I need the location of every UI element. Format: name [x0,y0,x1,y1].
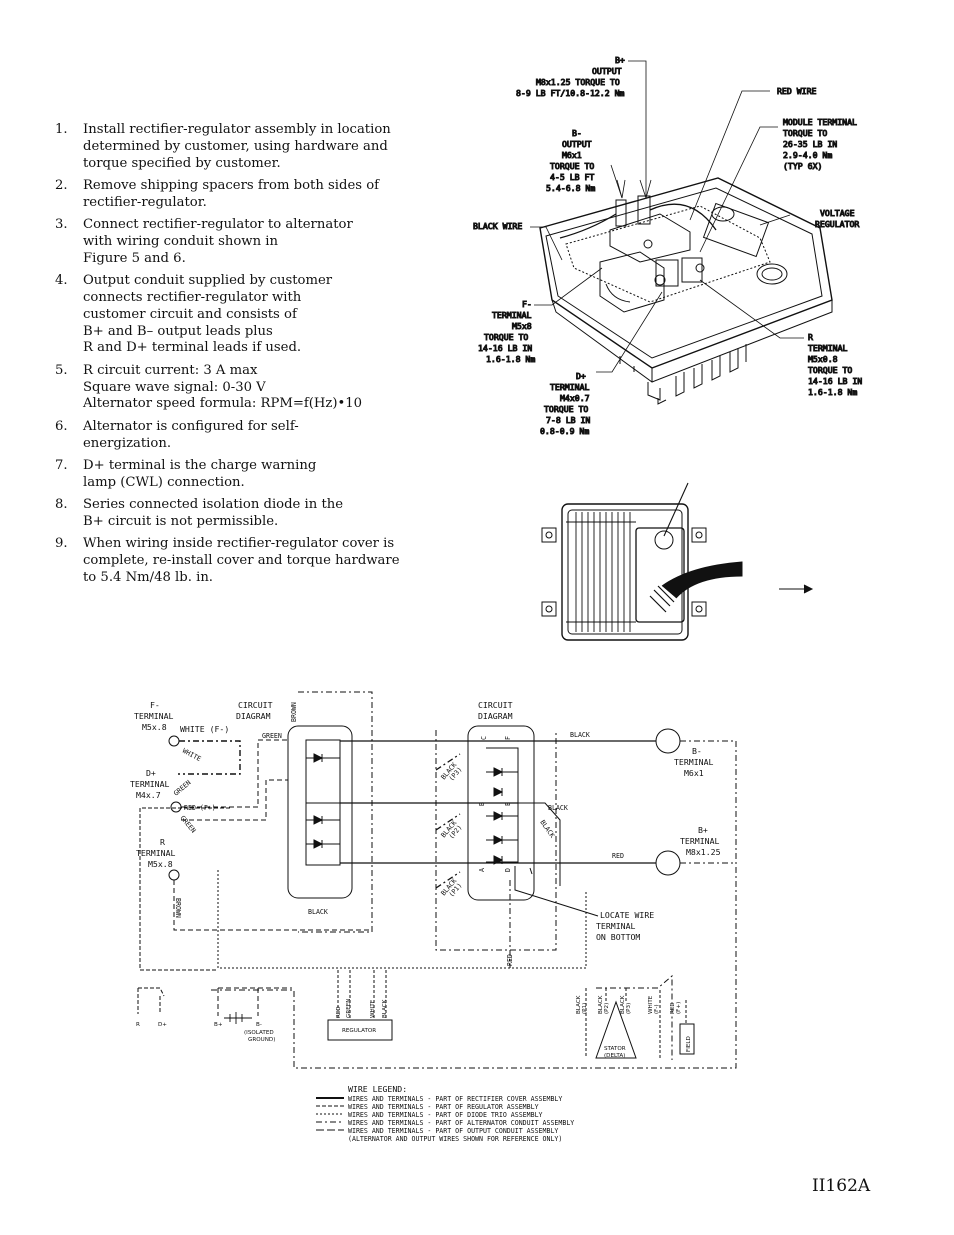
svg-text:R: R [136,1022,140,1028]
svg-text:GREEN: GREEN [346,999,352,1018]
callout-leaders [530,60,804,373]
d-plus-terminal-label: D+ TERMINAL M4x0.7 TORQUE TO 7-8 LB IN 0… [540,371,595,436]
wire-legend: WIRE LEGEND: WIRES AND TERMINALS - PART … [316,1084,578,1143]
red-wire-label: RED WIRE [777,86,817,96]
voltage-regulator-label: VOLTAGE REGULATOR [815,208,859,229]
svg-text:B-: B- [256,1022,262,1028]
step-item: 9.When wiring inside rectifier-regulator… [55,536,400,585]
svg-text:BLACK(P1): BLACK(P1) [439,877,463,902]
stator-delta [595,1000,637,1059]
diode-trio-2 [486,747,519,865]
svg-text:C: C [480,736,488,740]
figure-id: II162A [812,1176,871,1196]
voltage-regulator-module [702,202,770,258]
diode-bridge-1 [305,739,341,866]
svg-text:BROWN: BROWN [290,702,298,722]
svg-text:WIRES AND TERMINALS - PART OF: WIRES AND TERMINALS - PART OF RECTIFIER … [348,1095,578,1143]
b-plus-output-label: B+ OUTPUT M8x1.25 TORQUE TO 8-9 LB FT/10… [516,55,630,98]
svg-text:RED(F+): RED(F+) [670,1002,682,1014]
svg-text:F: F [504,736,512,740]
svg-text:WHITE (F-): WHITE (F-) [180,724,229,734]
svg-text:BLACK(P1): BLACK(P1) [576,995,588,1014]
field-coil [679,1023,695,1055]
svg-text:RED: RED [336,1006,342,1018]
step-item: 5.R circuit current: 3 A max Square wave… [55,362,363,412]
svg-text:B+: B+ [214,1022,223,1028]
svg-text:FIELD: FIELD [686,1036,692,1052]
step-item: 7.D+ terminal is the charge warning lamp… [55,457,317,490]
regulator-block [327,1019,393,1041]
svg-text:GREEN: GREEN [178,814,197,834]
module-terminal-label: MODULE TERMINAL TORQUE TO 26-35 LB IN 2.… [783,117,862,171]
svg-text:BLACK(P2): BLACK(P2) [439,819,463,844]
svg-text:BROWN: BROWN [174,898,182,918]
step-item: 8.Series connected isolation diode in th… [55,497,344,529]
svg-text:GREEN: GREEN [262,732,282,740]
step-item: 6.Alternator is configured for self- ene… [55,418,299,451]
svg-text:WHITE(F-): WHITE(F-) [648,995,660,1014]
svg-text:BLACK(P3): BLACK(P3) [620,995,632,1014]
svg-text:BLACK: BLACK [538,819,556,840]
svg-text:BLACK: BLACK [382,999,388,1018]
step-item: 3.Connect rectifier-regulator to alterna… [55,217,353,266]
f-minus-terminal-label: F- TERMINAL M5x8 TORQUE TO 14-16 LB IN 1… [478,299,537,364]
step-item: 1.Install rectifier-regulator assembly i… [55,122,391,171]
b-minus-stud [615,199,627,227]
step-item: 4.Output conduit supplied by customer co… [55,273,333,356]
r-terminal-label: R TERMINAL M5x0.8 TORQUE TO 14-16 LB IN … [808,332,867,397]
installation-steps: 1.Install rectifier-regulator assembly i… [55,122,405,592]
svg-text:BLACK: BLACK [570,731,590,739]
cover-plate [635,527,685,623]
output-conduit [661,561,743,599]
f-minus-terminal [168,735,180,747]
svg-text:D+: D+ [158,1022,167,1028]
heat-sink-fins [619,344,747,405]
black-wire-label: BLACK WIRE [473,221,522,231]
wiring-diagram [137,691,737,1069]
b-minus-terminal [655,728,681,754]
rectifier-regulator-top-view [541,482,814,641]
svg-text:BLACK(P3): BLACK(P3) [439,761,463,786]
r-terminal [168,869,180,881]
svg-text:WHITE: WHITE [181,747,202,763]
svg-text:E: E [504,802,512,806]
svg-text:A: A [478,868,486,872]
b-minus-output-label: B- OUTPUT M6x1 TORQUE TO 4-5 LB FT 5.4-6… [546,128,599,193]
d-plus-terminal [170,801,182,813]
step-item: 2.Remove shipping spacers from both side… [55,177,380,210]
svg-text:BLACK: BLACK [308,908,328,916]
svg-text:WIRE LEGEND:: WIRE LEGEND: [348,1084,407,1094]
rectifier-regulator-isometric [539,177,833,405]
fin-lines [566,512,636,632]
svg-text:BLACK(P2): BLACK(P2) [598,995,610,1014]
svg-text:STATOR(DELTA): STATOR(DELTA) [604,1046,626,1059]
svg-text:BLACK: BLACK [548,804,568,812]
svg-text:WHITE: WHITE [370,999,376,1018]
svg-text:REGULATOR: REGULATOR [342,1028,376,1034]
svg-text:GREEN: GREEN [172,779,192,798]
mount-hole [711,206,735,222]
b-plus-terminal [655,850,681,876]
svg-text:RED: RED [612,852,624,860]
svg-text:RED: RED [506,954,514,966]
svg-text:D: D [504,868,512,872]
svg-text:RED (F+): RED (F+) [184,804,216,812]
mount-hole [756,263,788,285]
svg-text:B: B [478,802,486,806]
